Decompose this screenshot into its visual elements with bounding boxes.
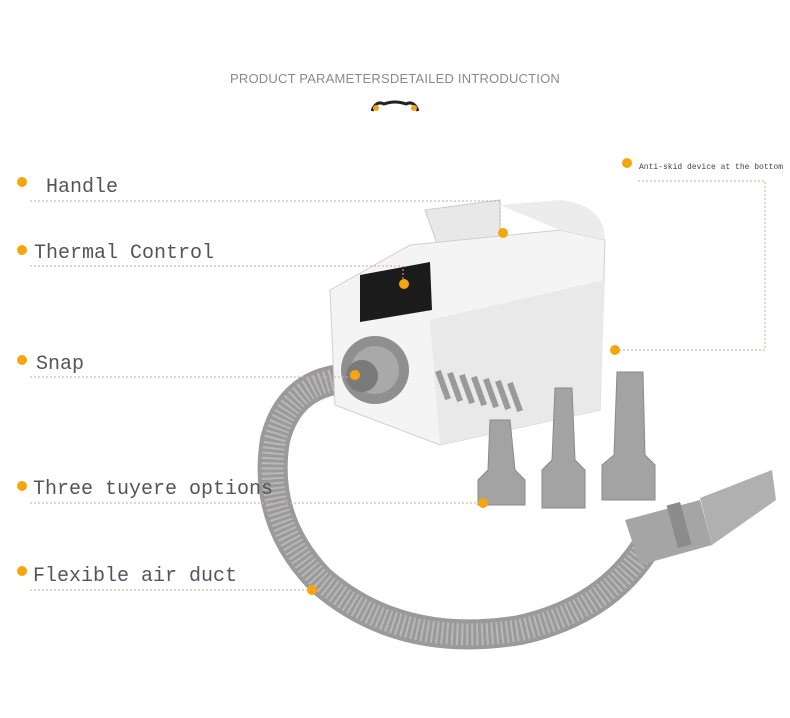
cat-ears-icon: [370, 100, 420, 112]
air-duct: [257, 363, 776, 650]
label-tuyere-options: Three tuyere options: [33, 478, 274, 501]
callout-dots: [17, 158, 632, 595]
callout-lines: [30, 180, 766, 591]
label-handle: Handle: [46, 176, 119, 199]
label-thermal-control: Thermal Control: [34, 242, 215, 265]
label-anti-skid: Anti-skid device at the bottom: [639, 163, 784, 172]
label-air-duct: Flexible air duct: [33, 565, 238, 588]
section-heading: PRODUCT PARAMETERSDETAILED INTRODUCTION: [230, 71, 560, 86]
nozzles: [477, 371, 656, 509]
label-snap: Snap: [36, 353, 85, 376]
